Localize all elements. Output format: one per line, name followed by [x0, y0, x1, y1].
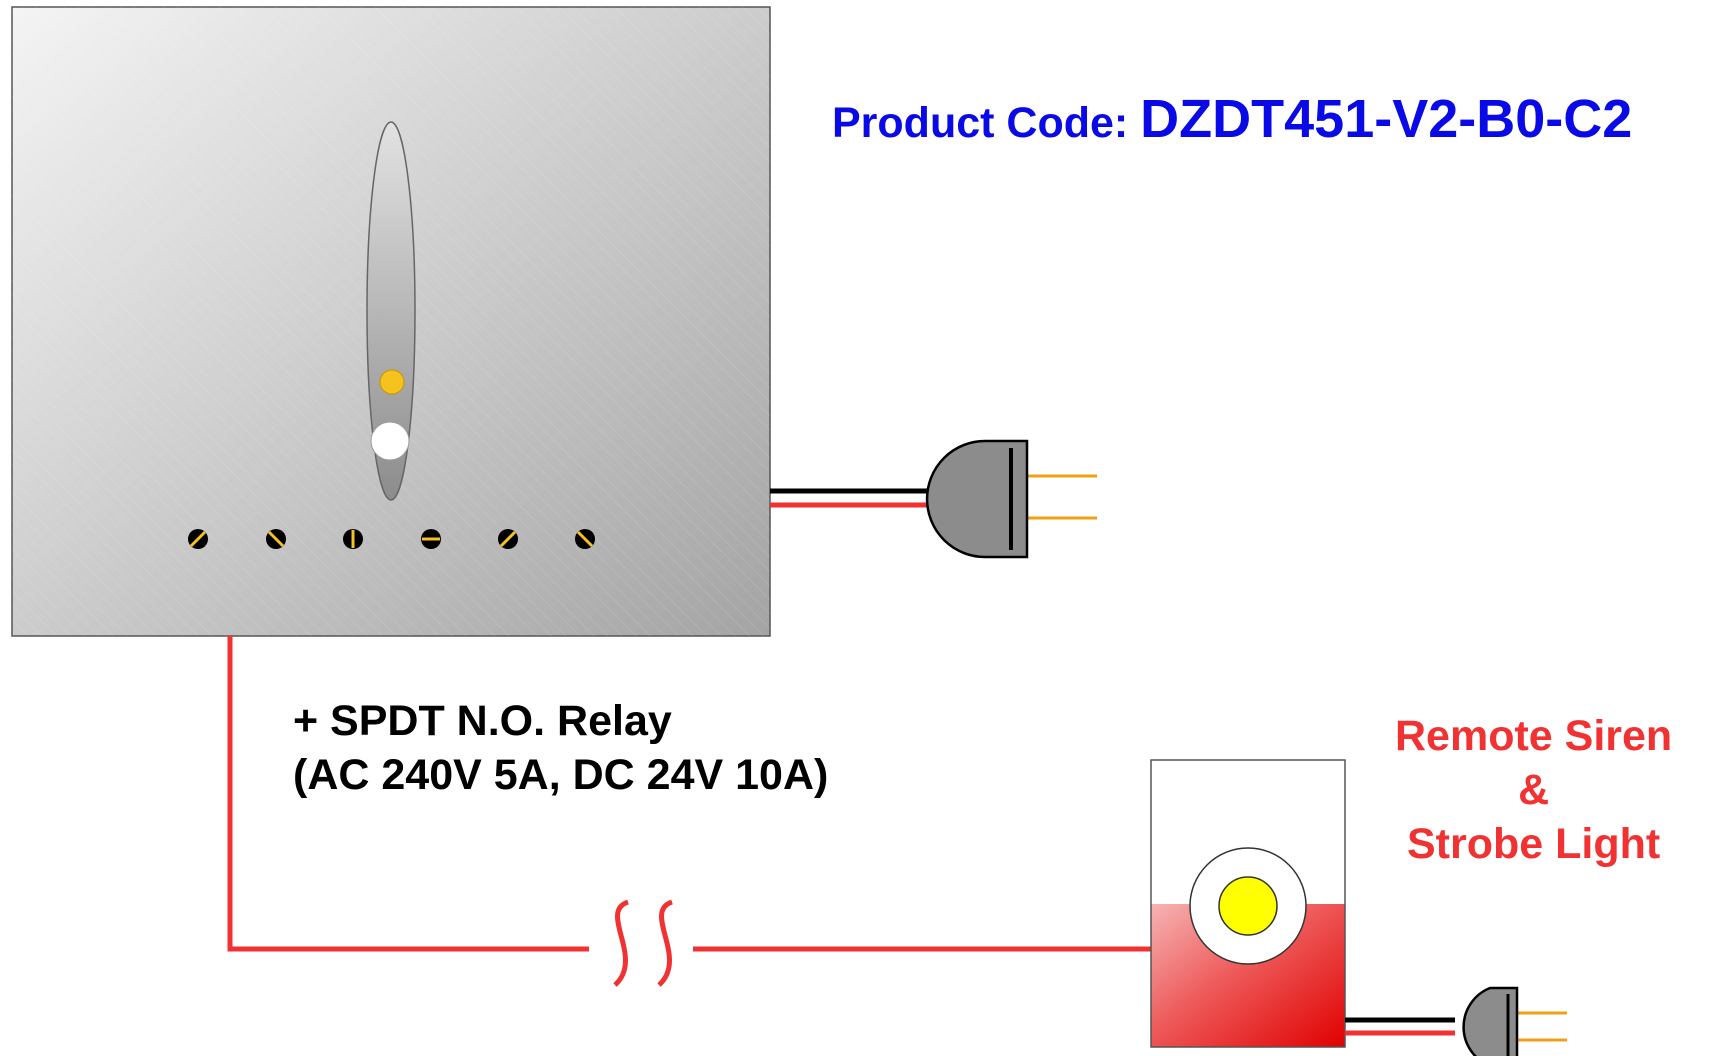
wire-break-icon	[613, 899, 674, 987]
terminal-screw-2-icon	[266, 529, 286, 549]
siren-label: Remote Siren & Strobe Light	[1395, 709, 1672, 871]
product-code-prefix: Product Code:	[832, 99, 1141, 147]
power-plug-icon	[925, 439, 1097, 559]
terminal-screw-1-icon	[188, 529, 208, 549]
terminal-screw-6-icon	[575, 529, 595, 549]
indicator-led-icon	[379, 369, 405, 395]
main-power-cable	[770, 488, 930, 508]
siren-label-line2: &	[1518, 766, 1550, 814]
siren-power-plug-icon	[1462, 986, 1567, 1056]
sensor-lens-icon	[370, 421, 410, 461]
product-code-label: Product Code: DZDT451-V2-B0-C2	[832, 88, 1632, 150]
relay-spec-label: + SPDT N.O. Relay (AC 240V 5A, DC 24V 10…	[293, 694, 828, 802]
terminal-screw-4-icon	[421, 529, 441, 549]
strobe-led-icon	[1218, 876, 1278, 936]
relay-spec-line2: (AC 240V 5A, DC 24V 10A)	[293, 751, 829, 799]
detector-housing-icon	[11, 6, 771, 637]
lens-slot-icon	[366, 121, 416, 501]
siren-label-line3: Strobe Light	[1407, 820, 1661, 868]
siren-power-cable	[1345, 1017, 1455, 1036]
product-code-value: DZDT451-V2-B0-C2	[1140, 89, 1633, 149]
siren-label-line1: Remote Siren	[1395, 712, 1673, 760]
relay-wire	[227, 636, 1151, 952]
terminal-screw-3-icon	[343, 529, 363, 549]
relay-spec-line1: + SPDT N.O. Relay	[293, 697, 672, 745]
terminal-screw-5-icon	[498, 529, 518, 549]
